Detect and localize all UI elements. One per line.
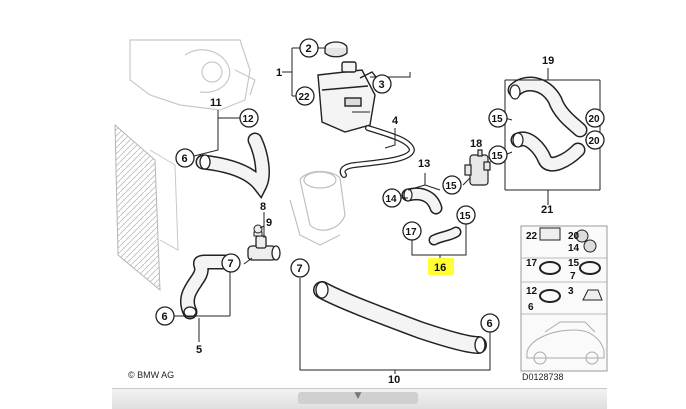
valve-part [464, 149, 491, 186]
callout-9: 9 [266, 217, 272, 229]
svg-text:7: 7 [297, 263, 303, 275]
callout-21: 21 [541, 204, 553, 216]
engine-block-illustration [129, 39, 256, 111]
inset-clamp-row2: 17 15 7 [526, 258, 601, 282]
inset-clamp-row3: 12 6 3 [526, 286, 603, 313]
svg-text:6: 6 [162, 311, 168, 323]
callout-19: 19 [542, 55, 554, 67]
svg-text:14: 14 [386, 194, 398, 205]
callout-22: 22 [295, 86, 315, 106]
svg-text:18: 18 [470, 138, 482, 150]
svg-text:12: 12 [526, 286, 538, 297]
svg-text:6: 6 [487, 318, 493, 330]
callout-15a: 15 [442, 175, 462, 195]
diagram-id-text: D0128738 [522, 372, 564, 382]
svg-text:20: 20 [589, 136, 601, 147]
inset-clamp-icon: 20 14 [568, 229, 597, 254]
callout-7a: 7 [221, 253, 241, 273]
hose-19-part [507, 76, 588, 138]
callout-4: 4 [392, 115, 399, 127]
copyright-text: © BMW AG [128, 370, 174, 380]
hose-11-part [195, 132, 270, 200]
svg-text:17: 17 [406, 227, 418, 238]
svg-text:10: 10 [388, 374, 400, 386]
callout-5: 5 [196, 344, 202, 356]
callout-6c: 6 [480, 313, 500, 333]
svg-text:15: 15 [446, 181, 458, 192]
callout-15d: 15 [488, 145, 508, 165]
svg-text:15: 15 [568, 258, 580, 269]
callout-17: 17 [402, 221, 422, 241]
leader-lines [168, 47, 601, 374]
svg-text:3: 3 [379, 79, 385, 91]
t-connector-part [247, 235, 281, 261]
chevron-down-icon[interactable]: ▼ [354, 391, 362, 401]
callout-14: 14 [382, 188, 402, 208]
callout-7b: 7 [290, 258, 310, 278]
svg-text:3: 3 [568, 286, 574, 297]
callout-15c: 15 [488, 108, 508, 128]
svg-text:4: 4 [392, 115, 399, 127]
inset-car-illustration [526, 321, 605, 365]
callout-13: 13 [418, 158, 430, 170]
callout-12: 12 [239, 108, 259, 128]
svg-text:22: 22 [299, 92, 311, 103]
hose-16-part [428, 226, 462, 246]
expansion-tank-part [317, 61, 381, 133]
callout-11: 11 [210, 97, 222, 109]
svg-text:8: 8 [260, 201, 266, 213]
svg-text:7: 7 [570, 271, 576, 282]
svg-text:5: 5 [196, 344, 202, 356]
inset-cap-icon: 22 [526, 227, 561, 242]
callout-3: 3 [372, 74, 392, 94]
callout-20a: 20 [585, 108, 605, 128]
callout-20b: 20 [585, 130, 605, 150]
callout-10: 10 [388, 374, 400, 386]
svg-text:19: 19 [542, 55, 554, 67]
svg-text:16: 16 [434, 262, 446, 274]
hose-10-part [313, 281, 487, 354]
svg-text:13: 13 [418, 158, 430, 170]
svg-text:15: 15 [492, 114, 504, 125]
svg-text:6: 6 [182, 153, 188, 165]
callout-15b: 15 [456, 205, 476, 225]
svg-text:21: 21 [541, 204, 553, 216]
svg-text:15: 15 [492, 151, 504, 162]
cap-part [324, 41, 348, 58]
svg-text:1: 1 [276, 67, 282, 79]
small-parts-inset: 22 20 14 17 15 7 12 6 3 [520, 225, 608, 372]
callout-1: 1 [276, 67, 282, 79]
svg-text:2: 2 [306, 43, 312, 55]
hose-13-part [401, 187, 443, 215]
image-viewer-bottom-bar: ▼ [112, 388, 607, 409]
svg-text:20: 20 [568, 231, 580, 242]
radiator-illustration [114, 123, 179, 292]
callout-2: 2 [299, 38, 319, 58]
screw-part [253, 224, 263, 237]
svg-text:9: 9 [266, 217, 272, 229]
hose-4-part [339, 125, 416, 178]
svg-text:15: 15 [460, 211, 472, 222]
svg-text:17: 17 [526, 258, 538, 269]
svg-text:12: 12 [243, 114, 255, 125]
hose-5-part [180, 254, 236, 320]
svg-text:22: 22 [526, 231, 538, 242]
hose-21-part [510, 131, 586, 172]
callout-16-highlighted[interactable]: 16 [428, 258, 454, 275]
svg-text:7: 7 [228, 258, 234, 270]
thermostat-housing-illustration [289, 170, 346, 246]
svg-text:20: 20 [589, 114, 601, 125]
callout-18: 18 [470, 138, 482, 150]
callout-8: 8 [260, 201, 266, 213]
scroll-handle[interactable] [298, 392, 418, 404]
svg-text:6: 6 [528, 302, 534, 313]
svg-text:11: 11 [210, 97, 222, 109]
svg-text:14: 14 [568, 243, 580, 254]
callout-6b: 6 [155, 306, 175, 326]
callout-6a: 6 [175, 148, 195, 168]
